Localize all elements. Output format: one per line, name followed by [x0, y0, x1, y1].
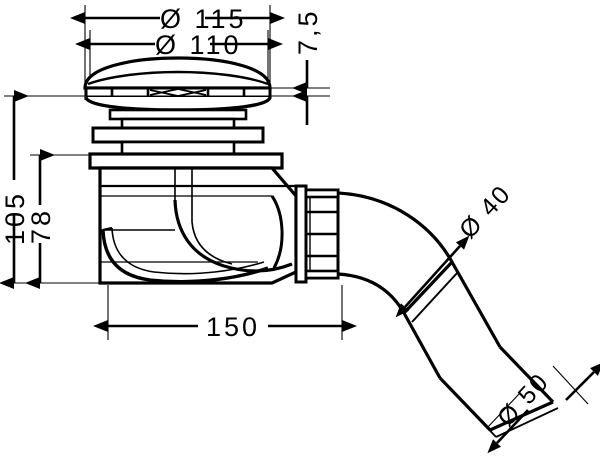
- dim-label-115: Ø 115: [160, 4, 247, 34]
- cover-plate: [83, 56, 272, 112]
- outlet-extension-lines: [486, 365, 589, 429]
- dim-label-78: 78: [26, 208, 56, 244]
- union-nut: [294, 184, 340, 284]
- dim-label-75: 7,5: [293, 8, 323, 55]
- trap-body: [98, 166, 298, 285]
- dimension-lines: [0, 12, 600, 454]
- outlet-pipe: [337, 191, 559, 438]
- drain-collars: [88, 108, 284, 170]
- dim-label-110: Ø 110: [155, 30, 242, 60]
- dim-label-150: 150: [206, 312, 260, 342]
- dim-line-dia50-upper: [565, 362, 600, 401]
- dim-line-dia40: [395, 235, 470, 318]
- drain-body-geometry: [83, 56, 559, 438]
- dim-label-105: 105: [0, 191, 30, 245]
